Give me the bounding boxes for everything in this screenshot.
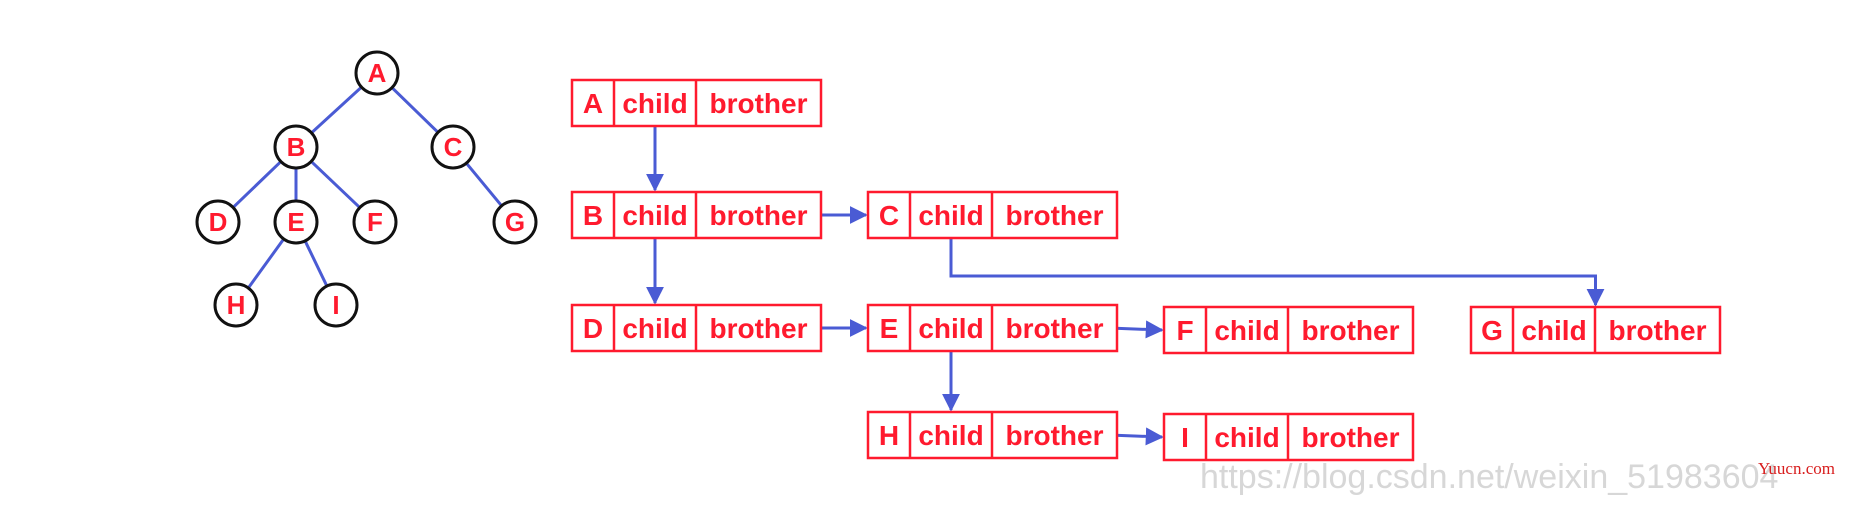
record-brother-cell: brother <box>1302 422 1400 453</box>
tree-node-circle <box>195 199 241 245</box>
record-name-cell: C <box>879 200 899 231</box>
watermark-text: https://blog.csdn.net/weixin_51983604 <box>1200 458 1779 496</box>
tree-node-F: F <box>352 199 398 245</box>
record-child-cell: child <box>1214 315 1279 346</box>
tree-edge-E-H <box>247 238 285 289</box>
tree-node-label: E <box>287 207 304 237</box>
tree-node-D: D <box>195 199 241 245</box>
tree-node-circle <box>492 199 538 245</box>
record-brother-cell: brother <box>1302 315 1400 346</box>
tree-node-circle <box>273 124 319 170</box>
record-child-cell: child <box>622 88 687 119</box>
tree-node-circle <box>313 282 359 328</box>
tree-edge-A-C <box>390 86 440 134</box>
record-brother-cell: brother <box>1006 200 1104 231</box>
tree-node-B: B <box>273 124 319 170</box>
record-brother-cell: brother <box>1006 313 1104 344</box>
tree-node-A: A <box>354 50 400 96</box>
record-name-cell: F <box>1176 315 1193 346</box>
record-brother-cell: brother <box>1006 420 1104 451</box>
site-mark-text: Yuucn.com <box>1758 459 1835 478</box>
record-brother-cell: brother <box>710 88 808 119</box>
tree-node-circle <box>354 50 400 96</box>
tree-node-label: B <box>287 132 306 162</box>
tree-node-label: A <box>368 58 387 88</box>
tree-nodes: A B C D E F G H I <box>195 50 538 328</box>
record-child-cell: child <box>622 200 687 231</box>
record-name-cell: D <box>583 313 603 344</box>
tree-node-label: G <box>505 207 525 237</box>
tree-edge-A-B <box>310 86 363 134</box>
tree-node-circle <box>430 124 476 170</box>
tree-node-label: D <box>209 207 228 237</box>
tree-node-label: I <box>332 290 339 320</box>
record-child-cell: child <box>1521 315 1586 346</box>
tree-edges <box>232 86 503 289</box>
record-name-cell: I <box>1181 422 1189 453</box>
tree-edge-B-D <box>232 160 282 209</box>
record-brother-cell: brother <box>710 200 808 231</box>
link-arrows <box>646 126 1605 446</box>
record-name-cell: E <box>880 313 899 344</box>
record-name-cell: H <box>879 420 899 451</box>
record-name-cell: B <box>583 200 603 231</box>
tree-edge-E-I <box>303 240 329 287</box>
record-name-cell: G <box>1481 315 1503 346</box>
record-child-cell: child <box>918 313 983 344</box>
tree-node-circle <box>273 199 319 245</box>
tree-node-H: H <box>213 282 259 328</box>
record-brother-cell: brother <box>1609 315 1707 346</box>
tree-node-G: G <box>492 199 538 245</box>
link-arrow-C-child-G <box>949 238 1605 307</box>
tree-node-I: I <box>313 282 359 328</box>
tree-node-circle <box>352 199 398 245</box>
tree-edge-B-F <box>310 160 361 209</box>
tree-node-C: C <box>430 124 476 170</box>
record-child-cell: child <box>1214 422 1279 453</box>
record-child-cell: child <box>918 200 983 231</box>
tree-node-label: C <box>444 132 463 162</box>
record-name-cell: A <box>583 88 603 119</box>
record-brother-cell: brother <box>710 313 808 344</box>
record-child-cell: child <box>622 313 687 344</box>
record-child-cell: child <box>918 420 983 451</box>
tree-node-label: F <box>367 207 383 237</box>
tree-node-E: E <box>273 199 319 245</box>
tree-node-label: H <box>227 290 246 320</box>
tree-edge-C-G <box>465 162 503 207</box>
tree-node-circle <box>213 282 259 328</box>
